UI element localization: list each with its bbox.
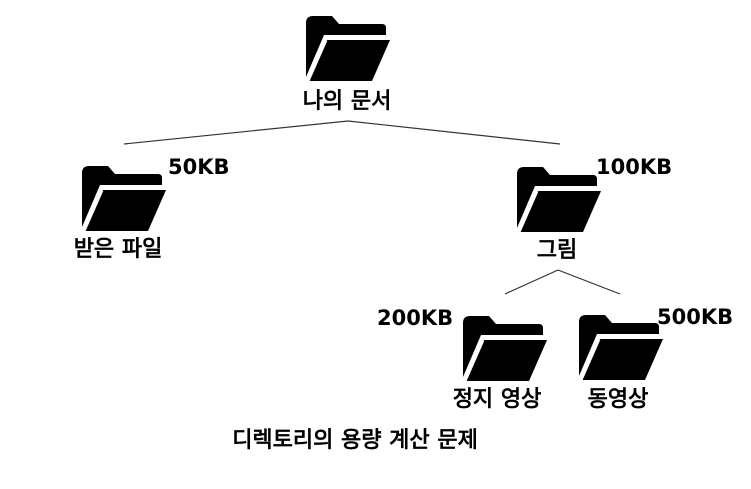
folder-icon: [461, 315, 547, 381]
edge-root-pictures: [347, 120, 561, 145]
folder-icon: [577, 314, 663, 380]
folder-label-pictures: 그림: [536, 238, 578, 263]
folder-icon: [304, 15, 390, 81]
folder-label-root: 나의 문서: [302, 89, 392, 114]
folder-icon: [515, 166, 601, 232]
folder-size-received: 50KB: [168, 155, 230, 179]
edge-pictures-still: [504, 269, 559, 295]
diagram-caption: 디렉토리의 용량 계산 문제: [232, 428, 478, 453]
folder-label-still-images: 정지 영상: [452, 387, 542, 412]
folder-size-still-images: 200KB: [377, 306, 454, 330]
folder-label-videos: 동영상: [587, 387, 649, 412]
folder-size-pictures: 100KB: [596, 155, 673, 179]
folder-icon: [80, 165, 166, 231]
folder-label-received: 받은 파일: [73, 237, 163, 262]
edge-root-received: [123, 120, 349, 145]
edge-pictures-videos: [557, 269, 621, 295]
folder-size-videos: 500KB: [657, 305, 734, 329]
